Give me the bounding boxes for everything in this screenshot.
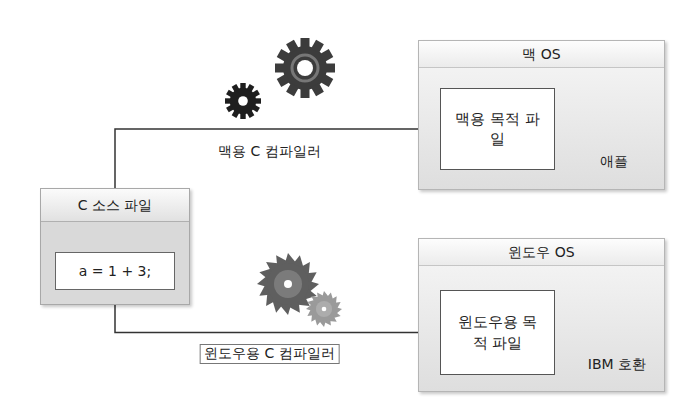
compile-arrow: [115, 129, 440, 188]
box-text: 맥용 목적 파일: [453, 109, 542, 150]
gear-small-shape: [225, 83, 261, 119]
box-heading: 맥 OS: [419, 41, 664, 68]
server-label: IBM 호환: [588, 356, 646, 374]
object-file-box: 맥용 목적 파일: [440, 88, 555, 170]
compile-arrow: [115, 305, 440, 333]
saw-small-shape: [305, 290, 342, 327]
box-text: 윈도우용 목적 파일: [453, 312, 542, 353]
server-label: 애플: [600, 153, 628, 171]
object-file-box: 윈도우용 목적 파일: [440, 290, 555, 375]
box-text: a = 1 + 3;: [79, 263, 151, 279]
box-heading: C 소스 파일: [41, 189, 189, 222]
compiler-label: 맥용 C 컴파일러: [218, 143, 321, 161]
gear-ring: [292, 55, 318, 81]
code-box: a = 1 + 3;: [55, 252, 175, 290]
box-heading: 윈도우 OS: [419, 239, 664, 266]
source-file-box: C 소스 파일 a = 1 + 3;: [40, 188, 190, 305]
compiler-label: 윈도우용 C 컴파일러: [199, 344, 340, 364]
saw-blade-small: [305, 290, 342, 327]
gear-small: [225, 83, 261, 119]
gear-large-shape: [275, 38, 335, 98]
gear-large: [275, 38, 335, 98]
